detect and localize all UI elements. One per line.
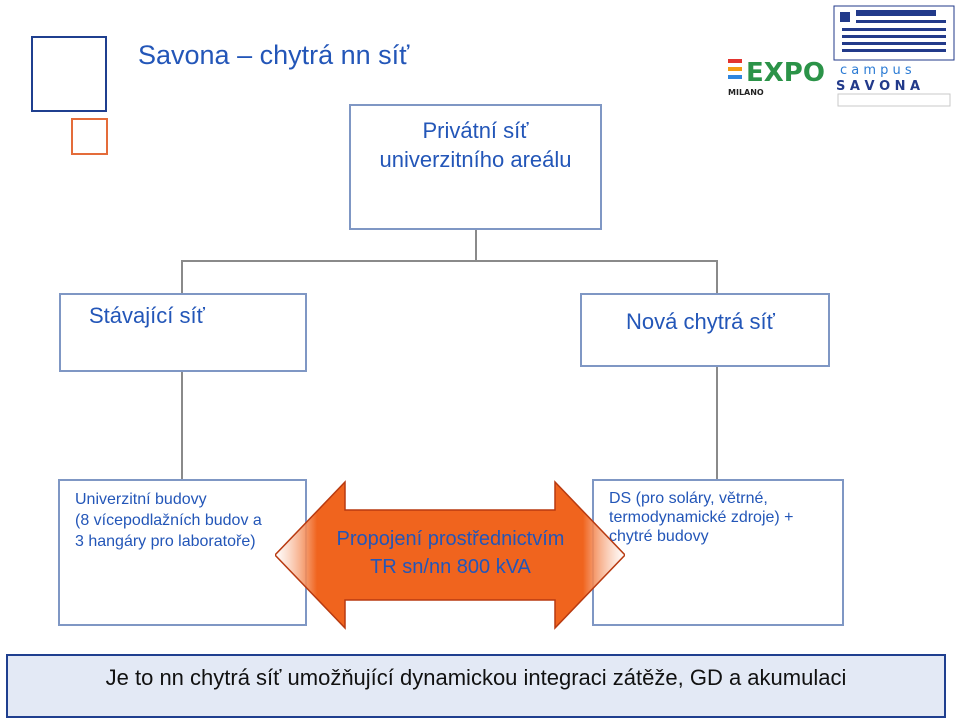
- box-distributed-sources: DS (pro soláry, větrné, termodynamické z…: [592, 479, 844, 626]
- box-private-network-line1: Privátní síť: [422, 118, 529, 143]
- buildings-line3: 3 hangáry pro laboratoře): [75, 533, 256, 550]
- arrow-label-line2: TR sn/nn 800 kVA: [370, 556, 531, 578]
- campus-savona-logo: c a m p u s S A V O N A: [833, 5, 955, 107]
- box-private-network-line2: univerzitního areálu: [379, 147, 572, 172]
- buildings-line2: (8 vícepodlažních budov a: [75, 512, 262, 529]
- expo-logo-word: EXPO: [746, 58, 825, 88]
- connector-horizontal: [181, 260, 718, 262]
- connector-right-down: [716, 260, 718, 293]
- box-new-smart-network-label: Nová chytrá síť: [626, 309, 775, 334]
- box-university-buildings: Univerzitní budovy (8 vícepodlažních bud…: [58, 479, 307, 626]
- arrow-label: Propojení prostřednictvím TR sn/nn 800 k…: [308, 525, 593, 581]
- ds-line2: termodynamické zdroje) +: [609, 509, 794, 526]
- ds-line3: chytré budovy: [609, 528, 709, 545]
- buildings-line1: Univerzitní budovy: [75, 491, 207, 508]
- double-arrow: [275, 480, 625, 630]
- box-new-smart-network: Nová chytrá síť: [580, 293, 830, 367]
- ds-line1: DS (pro soláry, větrné,: [609, 490, 768, 507]
- connector-top-vertical: [475, 230, 477, 261]
- arrow-label-line1: Propojení prostřednictvím: [336, 528, 565, 550]
- decorative-square-orange: [71, 118, 108, 155]
- box-existing-network: Stávající síť: [59, 293, 307, 372]
- campus-logo-bottom: S A V O N A: [836, 79, 920, 94]
- connector-right-lower: [716, 367, 718, 479]
- box-existing-network-label: Stávající síť: [89, 303, 205, 328]
- connector-left-lower: [181, 372, 183, 479]
- expo-milano-logo: EXPO MILANO: [728, 58, 825, 97]
- box-private-network: Privátní síť univerzitního areálu: [349, 104, 602, 230]
- page-title: Savona – chytrá nn síť: [138, 40, 410, 70]
- connector-left-down: [181, 260, 183, 293]
- decorative-square-blue: [31, 36, 107, 112]
- expo-logo-sub: MILANO: [728, 88, 764, 97]
- summary-banner: Je to nn chytrá síť umožňující dynamicko…: [6, 654, 946, 718]
- campus-logo-top: c a m p u s: [840, 63, 912, 78]
